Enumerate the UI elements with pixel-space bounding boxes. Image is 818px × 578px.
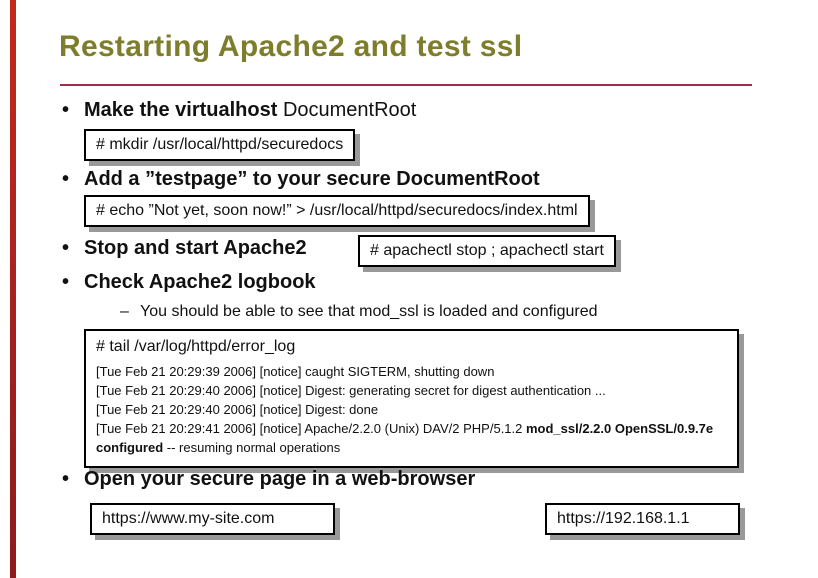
bullet-text-normal: DocumentRoot [277,99,417,121]
bullet-marker: • [62,168,70,190]
log-line-prefix: [Tue Feb 21 20:29:41 2006] [notice] Apac… [96,421,526,436]
log-line-modssl-bold: mod_ssl/2.2.0 OpenSSL/0.9.7e configured [96,421,714,455]
dash-marker: – [120,303,129,320]
bullet-make-virtualhost: • Make the virtualhost DocumentRoot [62,99,416,122]
log-line-digest-done: [Tue Feb 21 20:29:40 2006] [notice] Dige… [96,402,379,417]
bullet-marker: • [62,237,70,259]
subnote-mod-ssl-loaded: –You should be able to see that mod_ssl … [120,303,598,321]
bullet-text: Stop and start Apache2 [84,237,307,259]
log-lines: [Tue Feb 21 20:29:39 2006] [notice] caug… [96,362,727,457]
bullet-text: Check Apache2 logbook [84,271,316,293]
bullet-text: Add a ”testpage” to your secure Document… [84,168,540,190]
log-line-apache-configured: [Tue Feb 21 20:29:41 2006] [notice] Apac… [96,419,727,457]
log-line-suffix: -- resuming normal operations [163,440,341,455]
bullet-text-bold: Make the virtualhost [84,99,278,121]
log-output-box: # tail /var/log/httpd/error_log [Tue Feb… [84,329,739,468]
log-tail-command: # tail /var/log/httpd/error_log [96,338,296,355]
bullet-marker: • [62,271,70,293]
bullet-marker: • [62,99,70,121]
subnote-text: You should be able to see that mod_ssl i… [140,303,598,320]
bullet-text: Open your secure page in a web-browser [84,468,476,490]
title-divider-rule [60,84,752,86]
bullet-open-secure-page: • Open your secure page in a web-browser [62,468,475,491]
url-box-my-site: https://www.my-site.com [90,503,335,535]
bullet-marker: • [62,468,70,490]
code-box-mkdir: # mkdir /usr/local/httpd/securedocs [84,129,356,161]
left-accent-bar [10,0,16,578]
bullet-add-testpage: • Add a ”testpage” to your secure Documen… [62,168,540,191]
bullet-check-logbook: • Check Apache2 logbook [62,271,316,294]
log-line-digest-generating: [Tue Feb 21 20:29:40 2006] [notice] Dige… [96,383,606,398]
code-box-echo: # echo ”Not yet, soon now!” > /usr/local… [84,195,590,227]
page-title: Restarting Apache2 and test ssl [59,30,523,63]
log-line-sigterm: [Tue Feb 21 20:29:39 2006] [notice] caug… [96,364,495,379]
code-box-apachectl: # apachectl stop ; apachectl start [358,235,616,267]
bullet-stop-start-apache: • Stop and start Apache2 [62,237,307,260]
url-box-ip-address: https://192.168.1.1 [545,503,740,535]
